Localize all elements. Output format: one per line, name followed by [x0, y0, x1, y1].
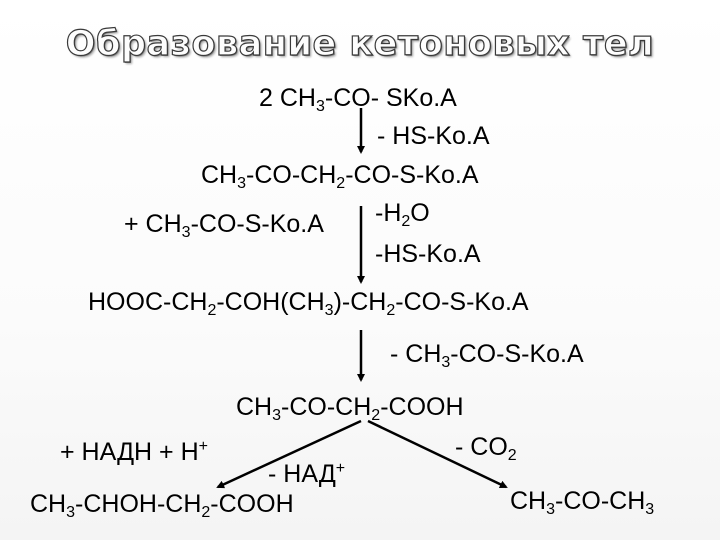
minus-nad: - НАД+: [268, 460, 346, 488]
plus-acetyl-coa: + CH3-CO-S-Ko.A: [124, 210, 324, 241]
arrow-right-branch: [367, 419, 508, 489]
minus-hs-coa-2: -HS-Ko.A: [375, 240, 481, 268]
acetone-line: CH3-CO-CH3: [510, 487, 655, 518]
acetoacetate-line: CH3-CO-CH2-COOH: [236, 393, 464, 424]
hmg-coa-line: HOOC-CH2-COH(CH3)-CH2-CO-S-Ko.A: [88, 288, 529, 319]
minus-co2: - CO2: [455, 433, 517, 464]
acetoacetyl-coa-line: CH3-CO-CH2-CO-S-Ko.A: [201, 161, 479, 192]
minus-water: -H2O: [375, 199, 430, 230]
beta-hydroxybutyrate-line: CH3-CHOH-CH2-COOH: [30, 490, 294, 521]
minus-hs-coa-1: - HS-Ko.A: [377, 122, 490, 150]
acetyl-coa-line: 2 CH3-CO- SKo.A: [259, 84, 457, 115]
arrow-left-branch: [216, 419, 362, 489]
minus-acetyl-coa: - CH3-CO-S-Ko.A: [390, 340, 584, 371]
slide-title: Образование кетоновых тел: [65, 23, 655, 64]
plus-nadh-h: + НАДН + Н+: [60, 438, 208, 466]
